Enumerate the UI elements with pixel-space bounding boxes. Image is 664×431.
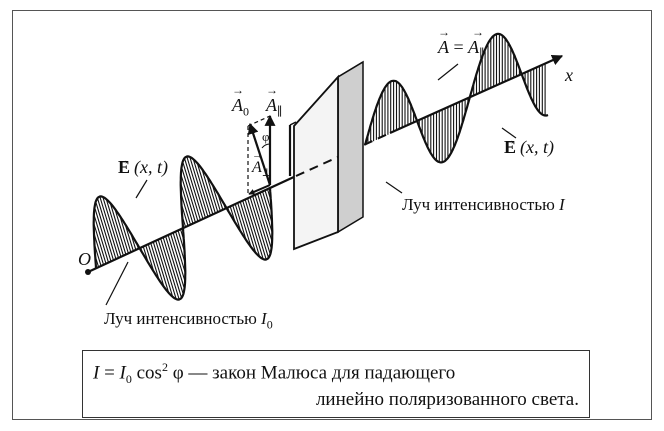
beam-axis-right [389,54,564,135]
malus-law-caption: линейно поляризованного света. [315,389,579,410]
field-vector-line [261,191,273,223]
field-vector-line [247,198,267,260]
field-vector-line [201,168,216,214]
field-vector-line [99,196,119,258]
field-vector-line [192,158,211,216]
field-vector-line [206,175,219,213]
beam-axis-over-plate [295,156,339,177]
field-vector-line [105,198,124,256]
field-vector-line [165,235,184,295]
field-vector-line [96,198,117,260]
field-vector-line [182,161,201,221]
field-vector-line [102,196,122,257]
malus-law-box: I = I0 cos2 φ — закон Малюса для падающе… [82,350,590,418]
a-parallel-label: →A∥ [266,83,283,119]
field-vector-line [242,200,261,258]
field-vector-line [160,238,180,300]
field-vector-line [124,224,134,252]
field-vector-line [180,174,196,223]
field-vector-line [189,156,209,217]
field-vector-line [94,207,112,262]
field-vector-line [249,196,270,258]
polarizer-plate [293,60,364,251]
field-vector-line [234,203,247,241]
field-vector-line [114,208,129,254]
a0-vector [247,122,272,186]
a0-label: →A0 [232,83,249,119]
malus-law-formula: I = I0 cos2 φ — закон Малюса для падающе… [93,360,456,387]
a-perp-vector [248,184,271,195]
field-vector-line [119,215,132,253]
origin-point [85,269,91,275]
field-vector-line [254,194,272,249]
phi-label: φ [262,129,270,144]
field-vector-line [252,195,271,255]
field-vector-line [180,182,194,224]
vector-decomposition [247,114,297,195]
leader-e-left [135,179,148,199]
field-vector-line [162,236,183,298]
field-vector-line [181,167,199,222]
x-axis-label: x [565,65,573,85]
field-vector-line [95,201,114,261]
field-vector-line [257,193,273,242]
field-vector-line [180,193,192,225]
field-vector-line [196,163,214,215]
origin-label: O [78,249,91,269]
field-vector-line [174,231,186,263]
field-vector-line [150,242,165,288]
e-field-left-label: E→(x, t) [118,153,168,177]
leader-e-right [501,127,517,139]
field-vector-line [167,234,185,289]
field-vector-line [93,214,109,263]
field-vector-line [93,222,107,264]
e-field-right-label: E→(x, t) [504,133,554,157]
beam-axis-left [87,175,297,273]
leader-ray-in [105,261,129,306]
a-equals-a-parallel-label: →A = →A∥ [438,25,485,61]
field-vector-line [183,158,204,220]
leader-a-eq [437,63,459,81]
field-vector-line [147,243,160,281]
a-perp-label: →A⊥ [252,149,273,180]
field-vector-line [186,156,206,218]
ray-out-label: Луч интенсивностью I [402,195,565,214]
transmitted-wave [363,32,549,164]
phi-arc [261,143,271,149]
incident-wave [92,155,274,301]
field-vector-line [152,241,170,293]
field-vector-line [259,192,273,234]
field-vector-line [211,184,221,212]
field-vector-line [244,199,264,260]
field-vector-line [93,233,105,265]
field-vector-line [157,239,177,300]
leader-ray-out [385,181,403,194]
field-vector-line [155,240,174,298]
field-vector-line [172,232,186,274]
field-vector-line [239,201,257,253]
wave-envelope [363,32,549,164]
field-vector-line [145,244,155,272]
field-vector-line [170,233,186,282]
field-vector-line [109,203,127,255]
field-vector-line [232,204,242,232]
ray-in-label: Луч интенсивностью I0 [104,309,273,332]
field-vector-line [237,202,252,248]
